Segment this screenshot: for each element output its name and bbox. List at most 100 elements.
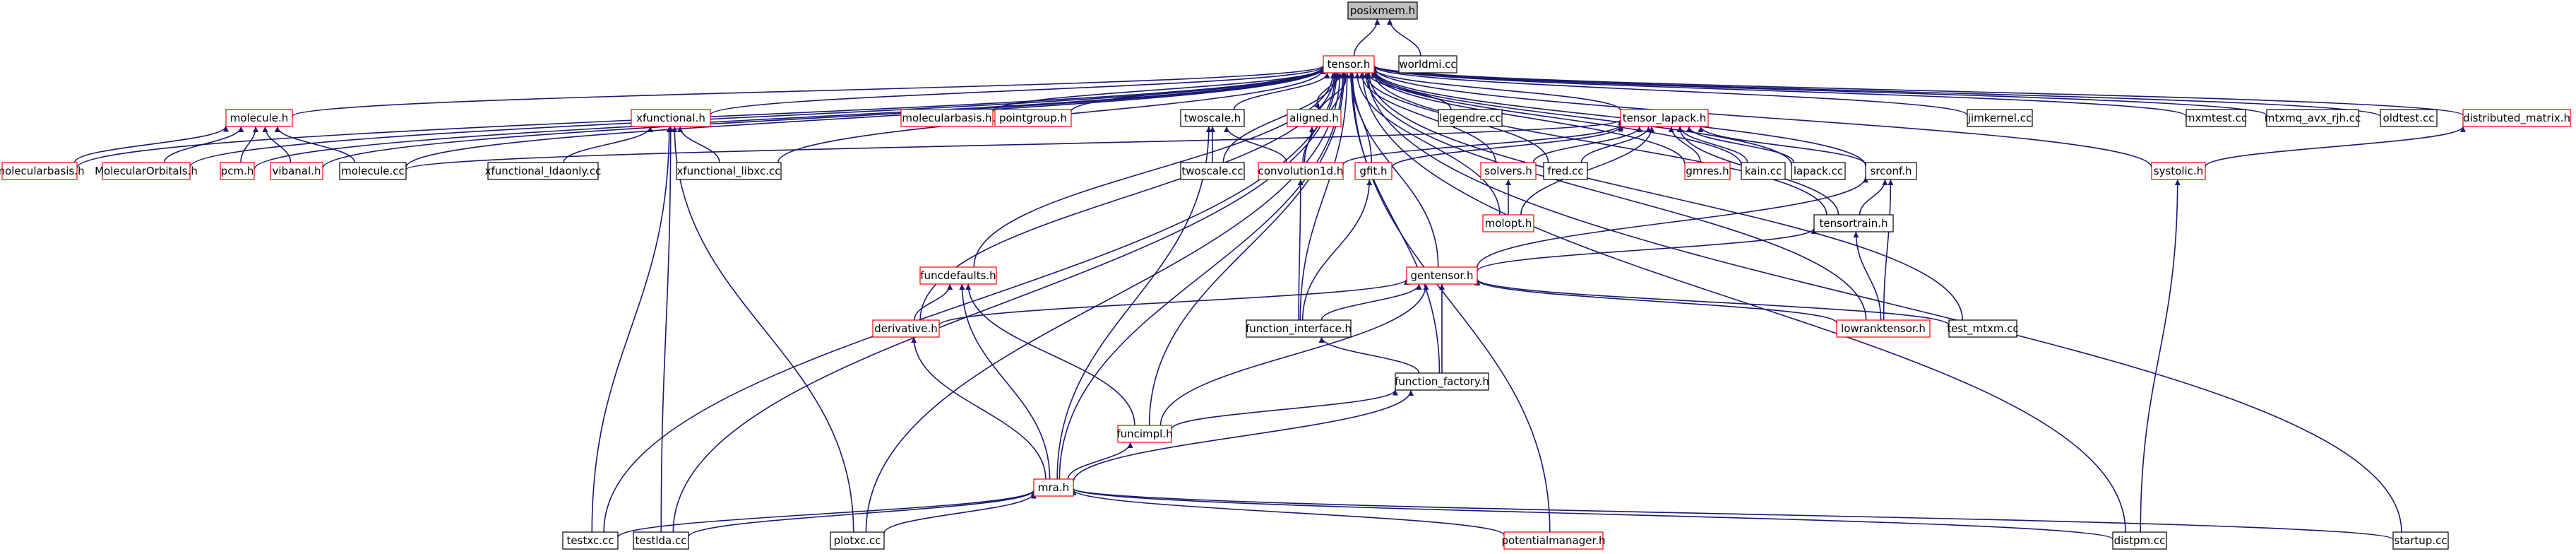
node-mxmtest[interactable]: mxmtest.cc [2185, 109, 2247, 127]
node-startup[interactable]: startup.cc [2392, 531, 2449, 550]
node-label: molecule.cc [341, 165, 405, 177]
node-twoscale_h[interactable]: twoscale.h [1180, 109, 1245, 127]
node-molecule_h[interactable]: molecule.h [225, 109, 293, 127]
node-systolic[interactable]: systolic.h [2151, 162, 2206, 180]
node-tensortrain[interactable]: tensortrain.h [1813, 214, 1894, 232]
edge-tensortrain-to-tensor [1371, 72, 1827, 216]
node-box [830, 531, 885, 550]
node-pointgroup[interactable]: pointgroup.h [994, 109, 1072, 127]
node-vibanal[interactable]: vibanal.h [270, 162, 323, 180]
node-testlda[interactable]: testlda.cc [633, 531, 689, 550]
node-label: tensor.h [1328, 58, 1371, 71]
node-box [1813, 214, 1894, 232]
node-gfit[interactable]: gfit.h [1354, 162, 1393, 180]
node-oldtest[interactable]: oldtest.cc [2380, 109, 2438, 127]
edge-gentensor-to-tensortrain [1477, 228, 1817, 272]
node-tensor_lapack[interactable]: tensor_lapack.h [1620, 109, 1709, 127]
edge-molecule_cc-to-tensor [405, 66, 1326, 168]
node-kain[interactable]: kain.cc [1741, 162, 1786, 180]
node-box [1323, 55, 1375, 73]
edge-testlda-to-tensor [672, 72, 1340, 533]
edge-function_interface-to-gfit [1301, 179, 1373, 321]
edge-startup-to-tensor [1365, 72, 2402, 533]
node-distributed_matrix[interactable]: distributed_matrix.h [2462, 109, 2571, 127]
node-function_interface[interactable]: function_interface.h [1246, 319, 1352, 338]
edge-lowranktensor-to-srconf [1883, 179, 1894, 321]
node-worldmi[interactable]: worldmi.cc [1398, 55, 1457, 73]
edge-gentensor-to-srconf [1477, 177, 1868, 268]
node-xfunctional_libxc[interactable]: xfunctional_libxc.cc [676, 162, 782, 180]
node-fred[interactable]: fred.cc [1543, 162, 1588, 180]
node-label: molopt.h [1485, 217, 1532, 230]
edge-oldtest-to-tensor [1371, 65, 2381, 117]
node-mra[interactable]: mra.h [1033, 478, 1074, 497]
node-mtxmq[interactable]: mtxmq_avx_rjh.cc [2265, 109, 2361, 127]
node-molopt[interactable]: molopt.h [1482, 214, 1534, 232]
edge-molecule_cc-to-molecule_h [274, 126, 356, 163]
node-box [1180, 162, 1245, 180]
edge-mxmtest-to-tensor [1371, 65, 2187, 117]
node-molecularbasis_mid[interactable]: molecularbasis.h [900, 109, 994, 127]
node-box [1398, 55, 1457, 73]
node-funcdefaults[interactable]: funcdefaults.h [919, 266, 997, 285]
edge-distpm-to-systolic [2140, 179, 2181, 533]
edge-molecule_cc-to-tensor_lapack [405, 119, 1623, 170]
node-twoscale_cc[interactable]: twoscale.cc [1180, 162, 1245, 180]
node-box [919, 266, 997, 285]
edge-mra-to-funcimpl [1067, 442, 1133, 480]
edge-distributed_matrix-to-tensor [1371, 64, 2464, 117]
node-label: derivative.h [874, 322, 938, 335]
node-box [633, 531, 689, 550]
edge-funcimpl-to-gentensor [1159, 283, 1429, 426]
node-box [2392, 531, 2449, 550]
node-potentialmanager[interactable]: potentialmanager.h [1501, 531, 1606, 550]
node-function_factory[interactable]: function_factory.h [1395, 372, 1489, 391]
node-lapack_cc[interactable]: lapack.cc [1791, 162, 1846, 180]
node-solvers[interactable]: solvers.h [1480, 162, 1537, 180]
edge-testxc-to-xfunctional_h [591, 126, 672, 533]
node-molecularbasis_left[interactable]: molecularbasis.h [0, 162, 85, 180]
node-label: mtxmq_avx_rjh.cc [2265, 112, 2361, 125]
node-box [1, 162, 78, 180]
node-test_mtxm[interactable]: test_mtxm.cc [1947, 319, 2019, 338]
node-label: srconf.h [1870, 165, 1912, 177]
node-xfunctional_h[interactable]: xfunctional.h [631, 109, 711, 127]
node-box [1684, 162, 1731, 180]
node-plotxc[interactable]: plotxc.cc [830, 531, 885, 550]
node-xfunctional_ldaonly[interactable]: xfunctional_ldaonly.cc [485, 162, 602, 180]
node-funcimpl[interactable]: funcimpl.h [1116, 425, 1173, 443]
node-convolution1d[interactable]: convolution1d.h [1258, 162, 1344, 180]
node-label: twoscale.cc [1181, 165, 1243, 177]
node-label: potentialmanager.h [1501, 534, 1605, 547]
node-label: gentensor.h [1411, 269, 1474, 282]
node-jimkernel[interactable]: jimkernel.cc [1967, 109, 2033, 127]
node-gmres[interactable]: gmres.h [1684, 162, 1731, 180]
node-label: molecularbasis.h [902, 112, 991, 124]
node-derivative[interactable]: derivative.h [872, 319, 940, 338]
node-aligned[interactable]: aligned.h [1287, 109, 1342, 127]
node-label: fred.cc [1547, 165, 1583, 177]
node-testxc[interactable]: testxc.cc [562, 531, 619, 550]
node-distpm[interactable]: distpm.cc [2112, 531, 2167, 550]
node-srconf[interactable]: srconf.h [1865, 162, 1917, 180]
node-molecularorbitals[interactable]: MolecularOrbitals.h [95, 162, 198, 180]
node-gentensor[interactable]: gentensor.h [1406, 266, 1478, 285]
node-tensor[interactable]: tensor.h [1323, 55, 1375, 73]
node-posixmem[interactable]: posixmem.h [1347, 1, 1418, 20]
node-box [1482, 214, 1534, 232]
edge-solvers-to-tensor_lapack [1532, 126, 1642, 163]
node-label: xfunctional.h [636, 112, 705, 124]
node-box [872, 319, 940, 338]
node-legendre[interactable]: legendre.cc [1438, 109, 1503, 127]
edge-tensortrain-to-srconf [1859, 179, 1888, 216]
node-lowranktensor[interactable]: lowranktensor.h [1836, 319, 1931, 338]
edge-mra-to-twoscale_h [1056, 126, 1212, 480]
node-box [994, 109, 1072, 127]
node-molecule_cc[interactable]: molecule.cc [339, 162, 407, 180]
node-box [2380, 109, 2438, 127]
edge-systolic-to-tensor [1371, 67, 2152, 168]
edge-plotxc-to-xfunctional_h [672, 126, 854, 533]
node-pcm[interactable]: pcm.h [220, 162, 255, 180]
